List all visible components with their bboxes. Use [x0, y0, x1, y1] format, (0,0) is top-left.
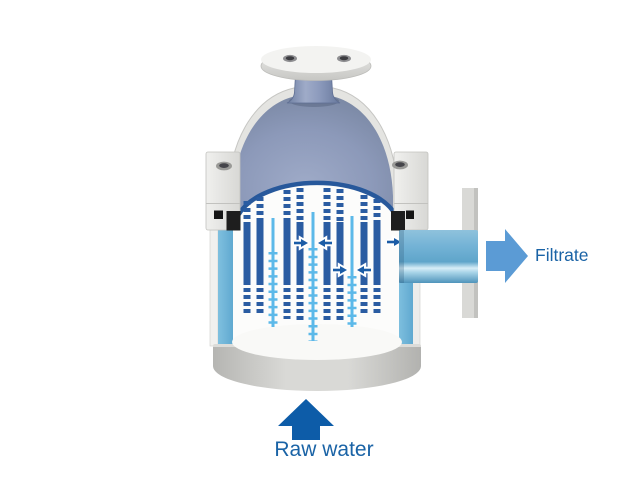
- seal-block: [226, 211, 241, 231]
- membrane-body: [296, 222, 304, 281]
- membrane-body: [336, 222, 344, 281]
- raw-water-arrow-icon: [278, 399, 334, 440]
- membrane-element: [360, 195, 368, 316]
- raw-water-annulus-left: [218, 228, 233, 347]
- membrane-element: [336, 189, 344, 320]
- membrane-element: [256, 197, 264, 315]
- base-body: [213, 347, 421, 391]
- flow-arrow-left-icon: [357, 266, 371, 275]
- vessel-outer-wall-left: [209, 229, 219, 347]
- membrane-element: [283, 190, 291, 319]
- membrane-element: [373, 199, 381, 313]
- top-flange: [260, 46, 372, 81]
- permeate-collectors: [268, 212, 357, 341]
- deck-face: [235, 183, 399, 273]
- filtrate-arrow-icon: [486, 229, 528, 283]
- membrane-deck: [235, 180, 399, 273]
- seal-block: [406, 210, 414, 219]
- filtrate-label: Filtrate: [535, 245, 588, 265]
- deck-rim-arc: [236, 180, 398, 217]
- bolt-hole-icon: [283, 54, 297, 63]
- seals: [214, 210, 414, 231]
- flow-arrow-left-icon: [318, 239, 332, 248]
- membrane-body: [373, 222, 381, 281]
- flow-arrow-right-icon: [333, 266, 347, 275]
- membrane-element: [243, 201, 251, 313]
- membrane-body: [283, 222, 291, 281]
- pipe-body: [399, 230, 478, 283]
- membrane-element: [323, 188, 331, 321]
- membrane-body: [256, 222, 264, 281]
- bolt-hole-icon: [392, 160, 408, 170]
- bolt-hole-icon: [337, 54, 351, 63]
- vessel-bottom: [232, 324, 402, 360]
- joint-flange-right: [392, 151, 429, 231]
- flow-arrow-right-icon: [387, 238, 401, 247]
- membrane-bundle: [243, 188, 381, 321]
- bolt-hole-icon: [216, 161, 232, 171]
- seal-block: [391, 211, 405, 231]
- filtrate-pipe: [399, 188, 478, 318]
- flow-arrow-right-icon: [294, 239, 308, 248]
- top-flange-face: [261, 46, 371, 73]
- membrane-body: [323, 222, 331, 281]
- pipe-root-shadow: [399, 230, 404, 283]
- raw-water-label: Raw water: [274, 438, 373, 461]
- membrane-body: [360, 222, 368, 281]
- membrane-body: [243, 222, 251, 281]
- seal-block: [214, 210, 223, 219]
- membrane-element: [296, 188, 304, 321]
